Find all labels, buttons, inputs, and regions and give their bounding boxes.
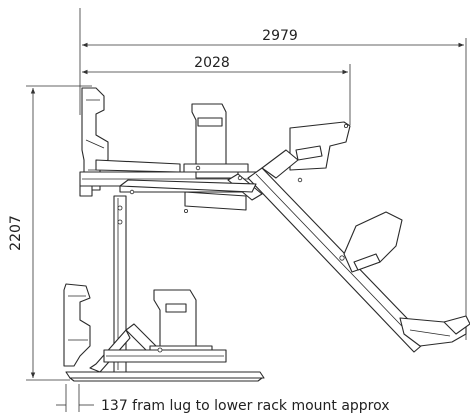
rack-frame [63,87,470,382]
dimension-rack-width: 2028 [82,55,351,125]
height-label: 2207 [8,215,24,251]
dimension-overall-width: 2979 [79,8,467,340]
lug-note-label: 137 fram lug to lower rack mount approx [101,398,390,414]
overall-width-label: 2979 [262,28,298,44]
dimension-lug-offset: 137 fram lug to lower rack mount approx [56,384,390,414]
dimension-height: 2207 [8,85,92,381]
rack-width-label: 2028 [194,55,230,71]
